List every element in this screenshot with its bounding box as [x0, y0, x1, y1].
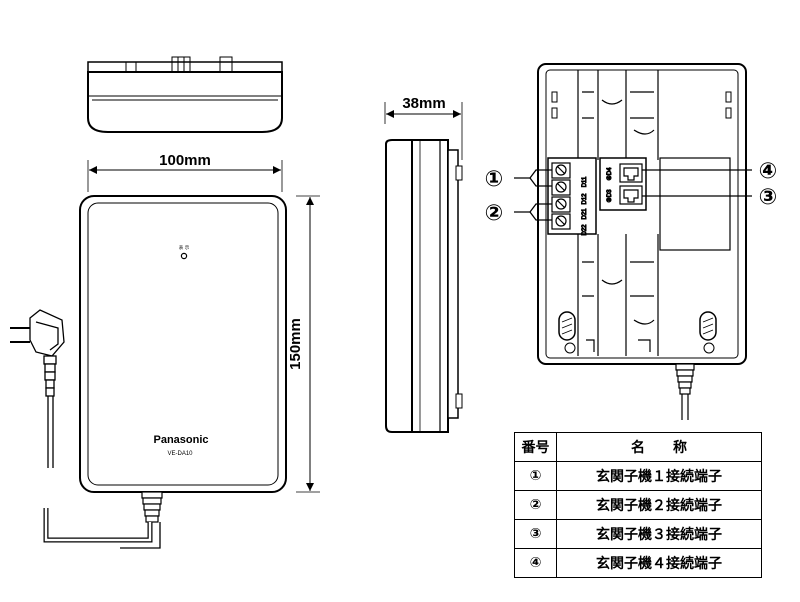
- jack-label-d4: ④D4: [606, 167, 613, 181]
- row-name: 玄関子機４接続端子: [556, 548, 762, 578]
- terminal-table: 番号 名 称 ① 玄関子機１接続端子 ② 玄関子機２接続端子 ③ 玄関子機３接続…: [514, 432, 762, 578]
- row-number: ②: [514, 490, 557, 520]
- width-label: 100mm: [159, 152, 211, 169]
- back-view: D11 D12 D21 D22 ④D4 ③D3: [537, 63, 747, 420]
- row-name: 玄関子機２接続端子: [556, 490, 762, 520]
- table-row: ② 玄関子機２接続端子: [514, 490, 762, 520]
- depth-dimension: 38mm: [384, 95, 463, 160]
- row-number: ④: [514, 548, 557, 578]
- header-number: 番号: [514, 432, 557, 462]
- terminal-label-d21: D21: [582, 208, 588, 220]
- table-row: ③ 玄関子機３接続端子: [514, 519, 762, 549]
- callout-3: ③: [759, 185, 778, 210]
- height-label: 150mm: [287, 318, 304, 370]
- table-row: ④ 玄関子機４接続端子: [514, 548, 762, 578]
- ac-plug: [10, 309, 65, 468]
- brand-logo: Panasonic: [153, 434, 208, 446]
- header-name: 名 称: [556, 432, 762, 462]
- front-view: 表 示 Panasonic VE-DA10: [43, 195, 287, 549]
- callout-2: ②: [485, 201, 504, 226]
- side-view: [385, 139, 463, 433]
- mount-hole-left: [558, 311, 576, 341]
- callout-1: ①: [485, 167, 504, 192]
- model-label: VE-DA10: [167, 451, 193, 457]
- lamp-label: 表 示: [179, 244, 190, 251]
- jack-label-d3: ③D3: [606, 189, 613, 203]
- callout-leaders: [514, 169, 752, 221]
- height-dimension: 150mm: [287, 195, 320, 493]
- terminal-label-d22: D22: [582, 224, 588, 236]
- depth-label: 38mm: [402, 95, 445, 112]
- row-name: 玄関子機１接続端子: [556, 461, 762, 491]
- row-name: 玄関子機３接続端子: [556, 519, 762, 549]
- row-number: ③: [514, 519, 557, 549]
- table-row: ① 玄関子機１接続端子: [514, 461, 762, 491]
- top-view: [87, 56, 283, 133]
- row-number: ①: [514, 461, 557, 491]
- indicator-lamp: [180, 252, 188, 260]
- terminal-label-d12: D12: [582, 193, 588, 205]
- terminal-label-d11: D11: [582, 176, 588, 187]
- callout-4: ④: [759, 159, 778, 184]
- width-dimension: 100mm: [87, 152, 283, 192]
- mount-hole-right: [699, 311, 717, 341]
- table-header-row: 番号 名 称: [514, 432, 762, 462]
